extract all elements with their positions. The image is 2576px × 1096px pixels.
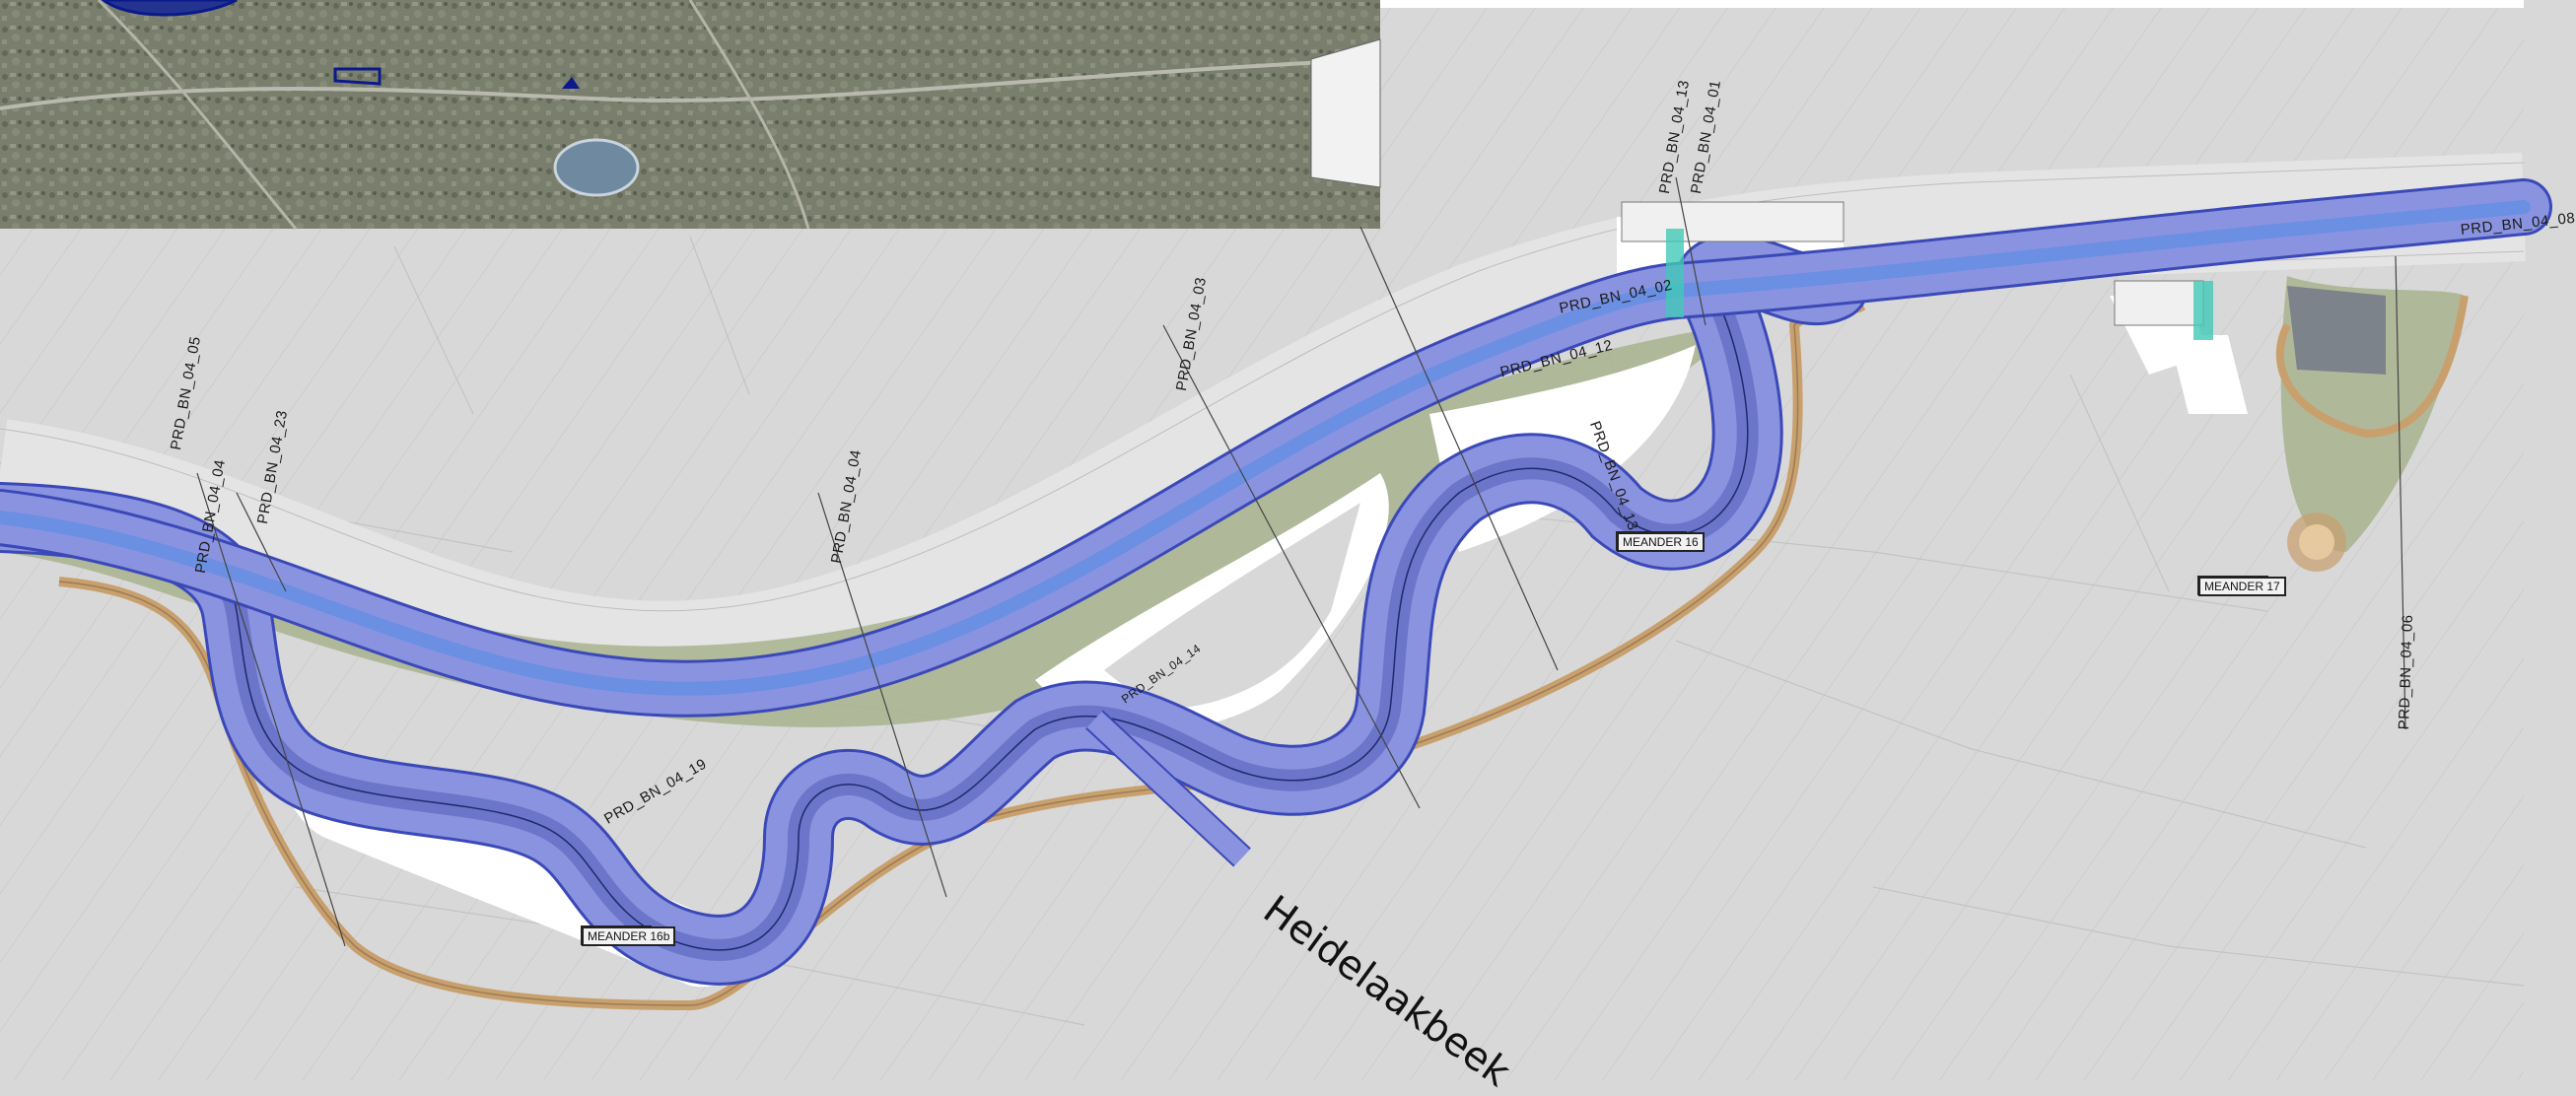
map-drawing [0, 0, 2552, 1080]
aerial-inset [0, 0, 1381, 230]
meander-16-label: MEANDER 16 [1617, 532, 1705, 552]
meander-16b-label: MEANDER 16b [582, 926, 676, 946]
meander-17-label: MEANDER 17 [2198, 577, 2286, 596]
